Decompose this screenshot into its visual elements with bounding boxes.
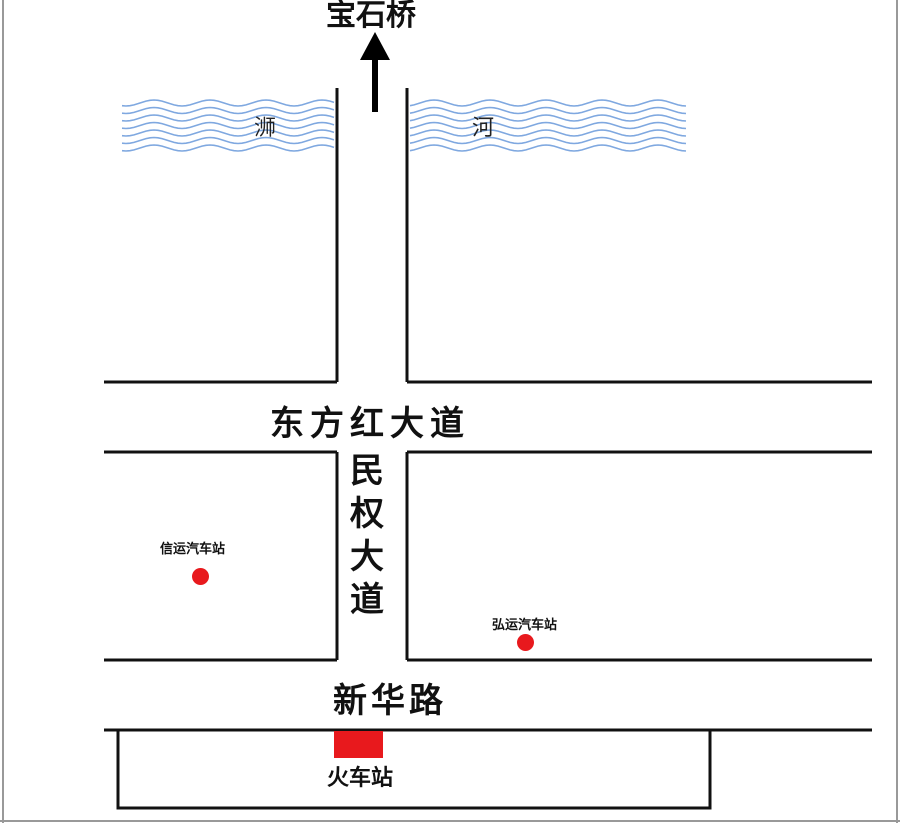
river-wave-line: [121, 106, 335, 115]
railway-station-label: 火车站: [326, 765, 393, 791]
river-waves: [121, 99, 687, 152]
river-wave-line: [409, 121, 687, 130]
river-wave-line: [409, 106, 687, 115]
station-marker-xinyun: [192, 568, 209, 585]
river-wave-line: [409, 136, 687, 145]
river-wave-line: [121, 121, 335, 130]
river-wave-line: [121, 144, 335, 152]
river-wave-line: [409, 114, 687, 122]
river-wave-line: [121, 129, 335, 137]
river-wave-line: [409, 129, 687, 137]
destination-label: 宝石桥: [326, 0, 416, 33]
station-label-xinyun: 信运汽车站: [160, 542, 226, 557]
river-wave-line: [121, 114, 335, 122]
road-label-minquan-char: 权: [350, 494, 384, 534]
road-label-minquan: 民 权 大 道: [342, 450, 392, 622]
river-wave-line: [121, 99, 335, 107]
river-wave-line: [121, 136, 335, 145]
road-label-xinhua: 新华路: [333, 681, 447, 721]
river-name-left: 浉: [254, 116, 277, 141]
station-label-hongyun: 弘运汽车站: [492, 618, 558, 633]
road-label-minquan-char: 民: [350, 451, 384, 491]
river-wave-line: [409, 99, 687, 107]
arrow-head-icon: [360, 32, 390, 60]
railway-area-outline: [116, 730, 712, 810]
river-wave-line: [409, 144, 687, 152]
road-label-minquan-char: 道: [350, 580, 384, 620]
river-name-right: 河: [472, 116, 495, 141]
station-marker-hongyun: [517, 634, 534, 651]
railway-station-marker: [334, 731, 383, 758]
road-label-dongfanghong: 东方红大道: [270, 404, 470, 444]
road-label-minquan-char: 大: [350, 537, 384, 577]
